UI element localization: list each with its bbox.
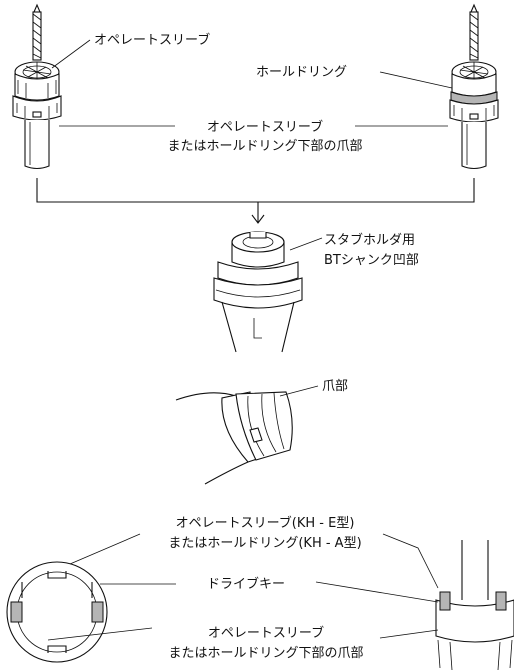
bt-shank-drawing (213, 231, 303, 353)
label-stub-line1: スタブホルダ用 (324, 232, 415, 248)
left-chuck-drawing (12, 3, 62, 170)
label-stub-line2: BTシャンク凹部 (324, 253, 419, 268)
claw-leader-line (279, 385, 319, 397)
merge-bracket (36, 178, 475, 224)
label-sleeve-ke-line1: オペレートスリーブ(KH - E型) (176, 515, 355, 531)
label-hold-ring: ホールドリング (256, 65, 347, 80)
stub-leader-line (289, 237, 323, 251)
bottom-leader-lines (47, 533, 439, 641)
ring-top-view-drawing (6, 561, 108, 663)
label-claw-short: 爪部 (322, 379, 348, 394)
bottom-right-holder-drawing (435, 540, 514, 670)
label-bottom-line1: オペレートスリーブ (208, 625, 324, 641)
right-chuck-drawing (449, 3, 499, 170)
label-bottom-line2: またはホールドリング下部の爪部 (168, 646, 363, 661)
label-drive-key: ドライブキー (207, 576, 285, 592)
label-sleeve-ke-line2: またはホールドリング(KH - A型) (168, 536, 361, 551)
label-claw-line1: オペレートスリーブ (207, 119, 323, 135)
label-operate-sleeve: オペレートスリーブ (94, 32, 210, 48)
label-claw-line2: またはホールドリング下部の爪部 (167, 139, 362, 154)
top-leader-lines (51, 39, 453, 127)
claw-side-drawing (175, 391, 293, 485)
